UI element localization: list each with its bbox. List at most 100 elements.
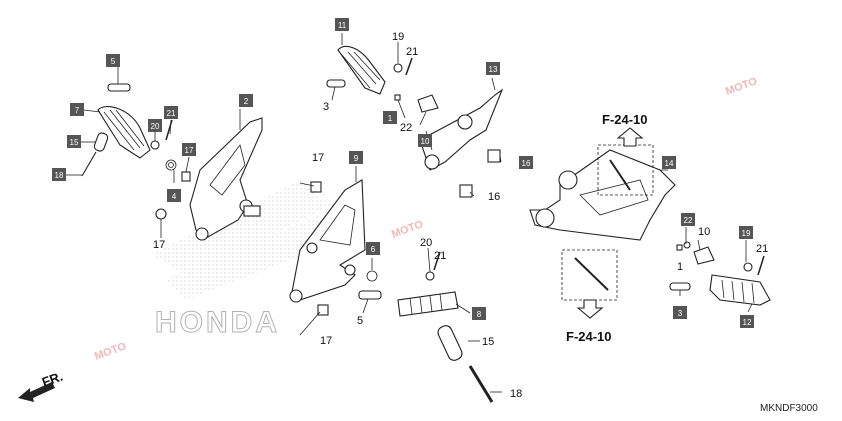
callout-20-box: 20 <box>148 119 162 132</box>
label-20: 20 <box>420 237 432 249</box>
label-1: 1 <box>677 261 683 273</box>
washer-20-b <box>425 271 435 281</box>
callout-14-box: 14 <box>662 156 676 169</box>
callout-6-box: 6 <box>366 242 380 255</box>
svg-text:21: 21 <box>167 109 176 118</box>
ref-box-bottom <box>561 249 618 301</box>
callout-11-box: 11 <box>335 18 349 31</box>
label-17-c: 17 <box>320 335 332 347</box>
callout-3-box: 3 <box>673 306 687 319</box>
fr-label: FR. <box>40 369 65 390</box>
ref-label-top: F-24-10 <box>602 112 648 127</box>
footpeg-12 <box>709 274 771 306</box>
callout-19-box: 19 <box>739 226 753 239</box>
svg-text:3: 3 <box>678 309 683 318</box>
bracket-10-13 <box>419 88 504 171</box>
label-21-b: 21 <box>406 46 418 58</box>
svg-text:11: 11 <box>338 21 347 30</box>
svg-text:4: 4 <box>172 192 177 201</box>
spring-22-b <box>683 241 691 249</box>
front-direction-arrow: FR. <box>18 369 65 402</box>
honda-brand-text: HONDA <box>155 306 280 339</box>
washer-20 <box>150 140 160 150</box>
footpeg-11 <box>337 45 386 95</box>
diagram-code: MKNDF3000 <box>760 403 818 414</box>
collar-1-b <box>676 244 683 251</box>
svg-text:19: 19 <box>742 229 751 238</box>
svg-text:1: 1 <box>388 114 393 123</box>
collar-1 <box>394 94 401 101</box>
label-21-c: 21 <box>756 243 768 255</box>
label-3: 3 <box>323 101 329 113</box>
callout-15-box: 15 <box>67 135 81 148</box>
svg-text:7: 7 <box>75 106 80 115</box>
bolt-17-c <box>310 181 322 193</box>
pin-3 <box>326 79 346 88</box>
callout-2-box: 2 <box>239 94 253 107</box>
label-17-a: 17 <box>153 239 165 251</box>
footpeg-8 <box>397 291 459 317</box>
arrow-up <box>616 127 644 147</box>
pin-3-b <box>669 282 691 291</box>
callout-10-box: 10 <box>418 134 432 147</box>
honda-wing-watermark: HONDA <box>150 180 330 340</box>
svg-text:14: 14 <box>665 159 674 168</box>
callout-13-box: 13 <box>486 62 500 75</box>
spring-6 <box>366 270 378 282</box>
svg-text:10: 10 <box>421 137 430 146</box>
footpeg-7 <box>97 106 151 159</box>
svg-text:8: 8 <box>477 310 482 319</box>
bracket-2 <box>189 117 263 241</box>
washer-19-b <box>743 262 753 272</box>
cotter-pin-21-d <box>757 255 765 276</box>
spring-4 <box>165 159 177 171</box>
bolt-18 <box>81 151 97 177</box>
heel-guard-9 <box>289 179 366 303</box>
spring-10-b <box>693 246 715 265</box>
svg-text:6: 6 <box>371 245 376 254</box>
label-17-b: 17 <box>312 152 324 164</box>
bolt-16-b <box>459 184 473 198</box>
bolt-17-b <box>155 208 167 220</box>
label-22: 22 <box>400 122 412 134</box>
label-18: 18 <box>510 388 522 400</box>
moto-watermark-1: MOTO <box>724 75 759 98</box>
arrow-down <box>576 299 604 319</box>
cotter-pin-21-b <box>433 251 441 271</box>
callout-5-box: 5 <box>106 54 120 67</box>
svg-text:20: 20 <box>151 122 160 131</box>
svg-text:12: 12 <box>743 318 752 327</box>
washer-19 <box>393 63 403 73</box>
bolt-17-a <box>181 171 191 182</box>
callout-18-box: 18 <box>52 168 66 181</box>
label-21-a: 21 <box>434 250 446 262</box>
callout-7-box: 7 <box>70 103 84 116</box>
svg-text:15: 15 <box>70 138 79 147</box>
svg-text:16: 16 <box>522 159 531 168</box>
callout-4-box: 4 <box>167 189 181 202</box>
svg-text:18: 18 <box>55 171 64 180</box>
ref-label-bottom: F-24-10 <box>566 329 612 344</box>
bolt-17-d <box>317 304 329 316</box>
label-16: 16 <box>488 191 500 203</box>
svg-text:17: 17 <box>185 146 194 155</box>
label-15: 15 <box>482 336 494 348</box>
callout-22-box: 22 <box>681 213 695 226</box>
spring-22 <box>417 94 439 113</box>
svg-text:22: 22 <box>684 216 693 225</box>
label-19-a: 19 <box>392 31 404 43</box>
roller-15 <box>93 132 109 152</box>
svg-text:2: 2 <box>244 97 249 106</box>
bolt-16-a <box>487 149 501 163</box>
svg-text:13: 13 <box>489 65 498 74</box>
callout-21-box: 21 <box>164 106 178 119</box>
callout-16-box: 16 <box>519 156 533 169</box>
bolt-18-b <box>468 365 494 403</box>
pin-5-b <box>358 290 382 300</box>
callout-9-box: 9 <box>349 151 363 164</box>
pin-5 <box>107 83 131 92</box>
svg-text:9: 9 <box>354 154 359 163</box>
callout-17-box: 17 <box>182 143 196 156</box>
moto-watermark-3: MOTO <box>93 340 128 363</box>
